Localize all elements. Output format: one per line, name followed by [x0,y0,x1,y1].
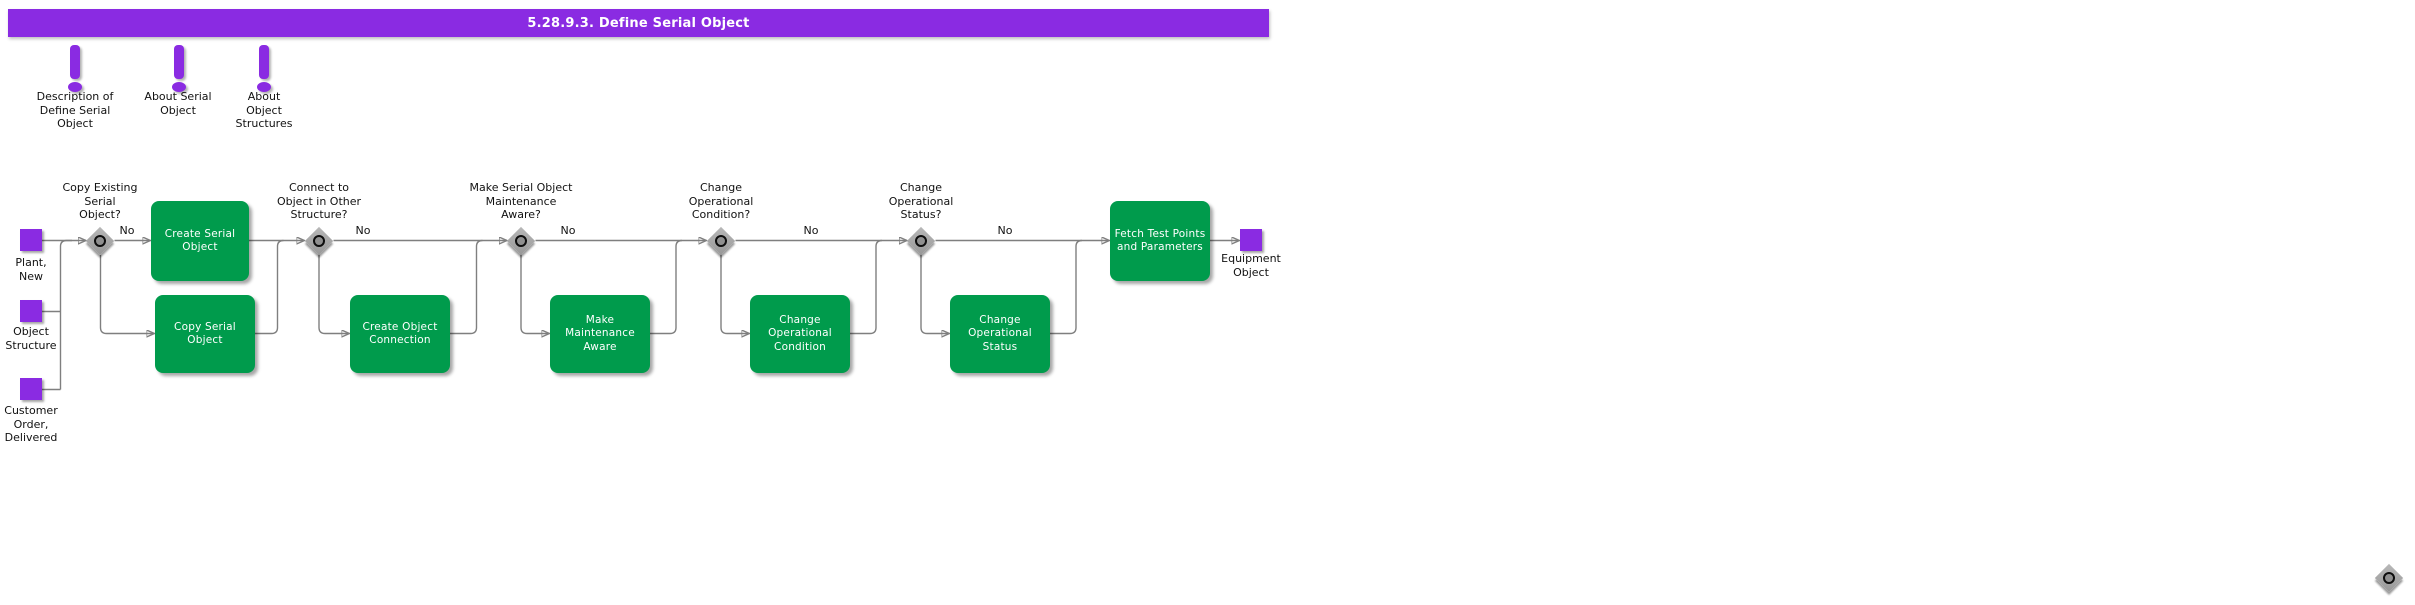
note-label[interactable]: About Object Structures [235,90,293,130]
object-square-icon[interactable] [1240,229,1262,251]
task-create-serial-object[interactable]: Create Serial Object [151,201,249,281]
connector-line [850,239,883,335]
exclamation-icon[interactable] [259,45,269,79]
exclamation-icon[interactable] [70,45,80,79]
decision-circle-icon [310,231,328,249]
object-square-icon[interactable] [20,229,42,251]
exclamation-icon[interactable] [257,82,271,92]
input-label: Customer Order, Delivered [4,404,58,444]
connector-line [318,254,350,334]
task-make-maintenance-aware[interactable]: Make Maintenance Aware [550,295,650,373]
object-square-icon[interactable] [20,378,42,400]
connector-line [720,254,750,334]
task-change-operational-status[interactable]: Change Operational Status [950,295,1050,373]
task-change-operational-condition[interactable]: Change Operational Condition [750,295,850,373]
exclamation-icon[interactable] [174,45,184,79]
decision-question: Change Operational Status? [888,181,954,221]
connector-line [255,239,284,335]
connector-line [520,254,550,334]
exclamation-icon[interactable] [68,82,82,92]
decision-circle-icon [2380,568,2398,586]
decision-question: Copy Existing Serial Object? [62,181,138,221]
object-square-icon[interactable] [20,300,42,322]
connector-line [920,254,950,334]
connector-line [99,255,155,334]
task-fetch-test-points-and-parameters[interactable]: Fetch Test Points and Parameters [1110,201,1210,281]
exclamation-icon[interactable] [172,82,186,92]
decision-question: Make Serial Object Maintenance Aware? [469,181,573,221]
input-label: Plant, New [15,256,47,283]
task-create-object-connection[interactable]: Create Object Connection [350,295,450,373]
connector-line [650,239,683,335]
decision-circle-icon [91,231,109,249]
decision-circle-icon [712,231,730,249]
decision-circle-icon [512,231,530,249]
decision-question: Connect to Object in Other Structure? [276,181,362,221]
decision-question: Change Operational Condition? [688,181,754,221]
no-branch-label: No [803,224,819,237]
input-label: Object Structure [5,325,57,352]
connector-line [450,239,483,335]
no-branch-label: No [119,224,135,237]
no-branch-label: No [997,224,1013,237]
output-label: Equipment Object [1221,252,1281,279]
page-title-bar: 5.28.9.3. Define Serial Object [8,9,1269,37]
note-label[interactable]: Description of Define Serial Object [36,90,114,130]
task-copy-serial-object[interactable]: Copy Serial Object [155,295,255,373]
note-label[interactable]: About Serial Object [144,90,212,117]
connector-line [1050,239,1083,335]
no-branch-label: No [560,224,576,237]
page-title: 5.28.9.3. Define Serial Object [527,15,750,31]
no-branch-label: No [355,224,371,237]
decision-circle-icon [912,231,930,249]
